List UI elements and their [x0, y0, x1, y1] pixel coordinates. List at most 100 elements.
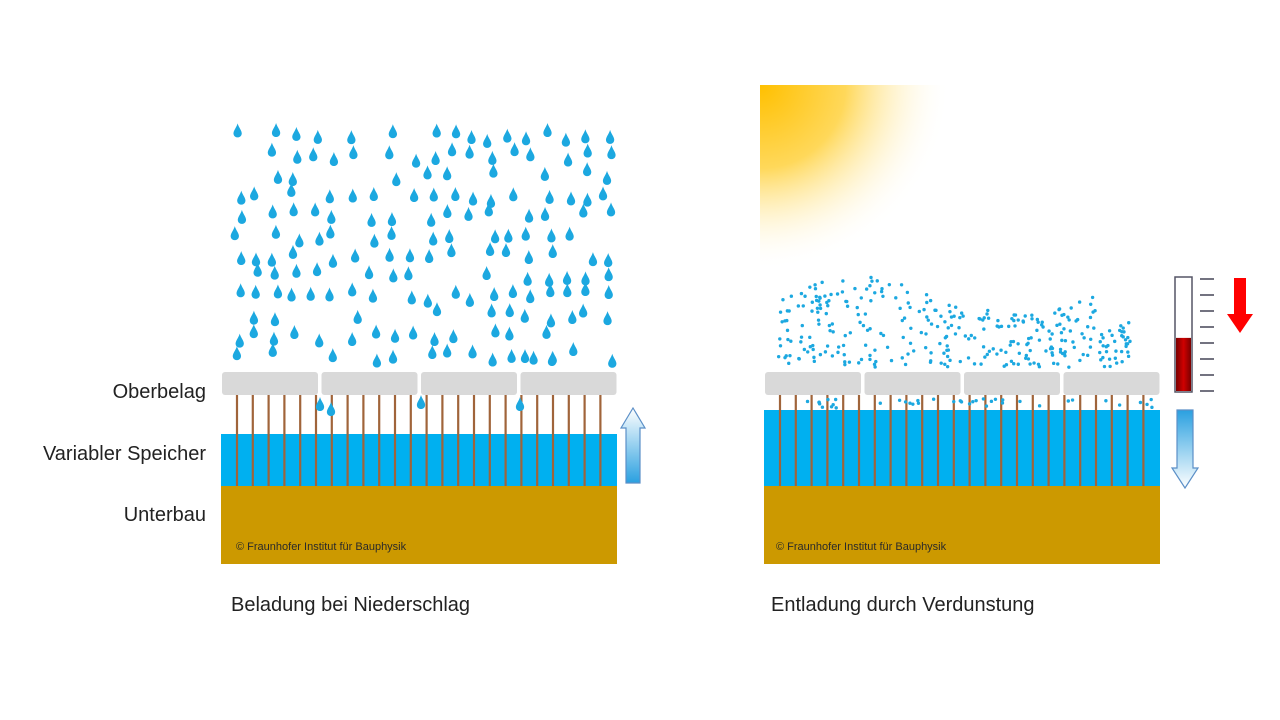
raindrop-icon [235, 333, 244, 348]
vapor-dot [1037, 365, 1042, 369]
vapor-dot [925, 315, 929, 319]
raindrop-icon [604, 284, 613, 299]
raindrop-icon [315, 333, 324, 348]
vapor-dot [783, 319, 787, 323]
raindrop-icon [267, 142, 277, 157]
vapor-dot [945, 344, 949, 348]
vapor-dot [996, 318, 1000, 323]
vapor-dot [861, 323, 866, 328]
raindrop-icon [237, 209, 247, 224]
vapor-dot [900, 318, 904, 323]
vapor-dot [899, 283, 904, 287]
vapor-dot [873, 291, 877, 295]
raindrop-icon [388, 349, 398, 364]
vapor-dot [1110, 333, 1114, 338]
raindrop-icon [545, 272, 554, 287]
raindrop-icon [428, 344, 437, 359]
raindrop-icon [290, 324, 299, 339]
sun-glow [760, 85, 950, 270]
paving-tile [321, 372, 418, 395]
vapor-dot [1030, 313, 1034, 317]
vapor-dot [999, 348, 1003, 352]
vapor-dot [1028, 362, 1032, 366]
raindrop-icon [271, 122, 281, 137]
vapor-dot [869, 275, 873, 280]
raindrop-icon [443, 203, 452, 218]
vapor-dot [972, 362, 977, 366]
raindrop-icon [604, 267, 613, 282]
vapor-dot [1145, 402, 1149, 407]
vapor-dot [1086, 325, 1090, 329]
paving-tile [421, 372, 517, 395]
vapor-dot [928, 360, 933, 364]
vapor-dot [848, 331, 853, 335]
vapor-dot [784, 354, 788, 358]
raindrop-icon [408, 325, 418, 340]
vapor-dot [1008, 343, 1012, 347]
vapor-dot [1099, 358, 1103, 362]
vapor-dot [825, 344, 830, 348]
raindrop-icon [607, 145, 616, 160]
raindrop-icon [269, 331, 279, 346]
raindrop-icon [545, 189, 554, 204]
raindrop-icon [392, 172, 401, 187]
vapor-dot [1150, 405, 1154, 410]
vapor-dot [1050, 332, 1054, 336]
vapor-dot [1018, 399, 1022, 404]
vapor-dot [881, 333, 886, 338]
vapor-dot [1108, 364, 1112, 369]
raindrop-icon [429, 231, 438, 246]
raindrop-icon [270, 265, 279, 280]
vapor-dot [969, 333, 973, 338]
raindrop-icon [232, 346, 242, 361]
vapor-dot [808, 345, 813, 349]
raindrop-icon [604, 252, 613, 267]
vapor-dot [1063, 350, 1067, 354]
raindrop-icon [524, 208, 534, 223]
vapor-dot [1117, 403, 1122, 407]
vapor-dot [864, 287, 869, 291]
raindrop-icon [543, 122, 552, 137]
vapor-dot [858, 320, 862, 325]
vapor-dot [905, 290, 910, 295]
raindrop-icon [387, 211, 397, 226]
raindrop-icon [608, 353, 617, 368]
vapor-dot [902, 316, 907, 320]
raindrop-icon [270, 312, 280, 327]
raindrop-icon [328, 348, 337, 363]
vapor-dot [869, 299, 873, 303]
vapor-dot [1055, 323, 1059, 328]
vapor-dot [1128, 339, 1132, 344]
vapor-dot [1011, 339, 1016, 344]
vapor-dot [971, 400, 975, 404]
raindrop-icon [464, 206, 473, 221]
raindrop-icon [507, 348, 516, 363]
vapor-dot [820, 280, 824, 285]
vapor-dot [810, 300, 815, 304]
vapor-dot [780, 320, 784, 324]
vapor-dot [1101, 355, 1105, 360]
raindrop-icon [523, 271, 532, 286]
vapor-dot [847, 360, 852, 364]
raindrop-icon [465, 144, 474, 159]
raindrop-icon [566, 191, 576, 206]
raindrop-icon [432, 123, 441, 138]
vapor-dot [903, 362, 908, 367]
temperature-down-arrow-icon [1227, 278, 1253, 333]
raindrop-icon [526, 147, 535, 162]
raindrop-icon [271, 224, 281, 239]
vapor-dot [958, 359, 962, 364]
raindrop-icon [250, 186, 259, 201]
vapor-dot [829, 405, 834, 409]
vapor-dot [806, 350, 810, 354]
raindrop-icon [548, 244, 557, 259]
vapor-dot [1080, 332, 1084, 336]
paving-tile [1063, 372, 1160, 395]
right-panel [764, 275, 1160, 564]
raindrop-icon [253, 262, 262, 277]
vapor-dot [916, 398, 920, 403]
vapor-dot [842, 353, 846, 357]
raindrop-icon [489, 163, 498, 178]
vapor-dot [830, 322, 835, 326]
raindrop-icon [385, 145, 394, 160]
